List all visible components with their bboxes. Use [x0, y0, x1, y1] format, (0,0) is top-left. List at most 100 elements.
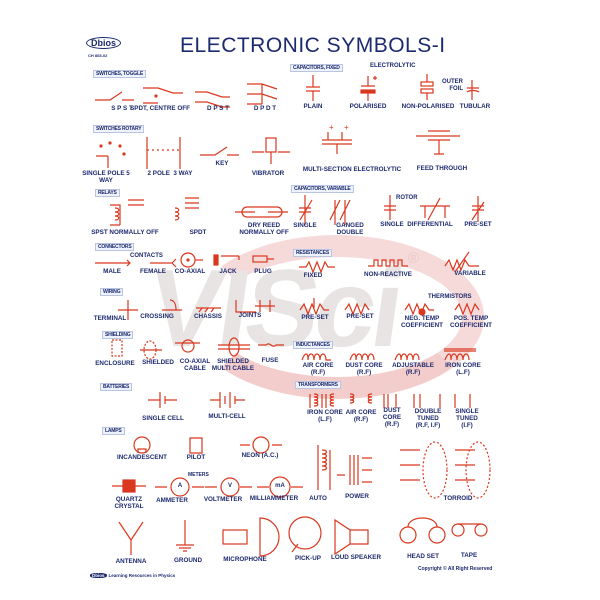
footer-tagline: Learning Resources in Physics	[108, 573, 176, 578]
label-iron-core-lf: IRON CORE (L.F)	[445, 362, 481, 376]
label-differential: DIFFERENTIAL	[407, 221, 453, 228]
key-symbol	[200, 146, 239, 156]
label-quartz-crystal: QUARTZ CRYSTAL	[114, 496, 144, 510]
spdt-symbol	[143, 87, 183, 104]
label-torroid: TORROID	[443, 495, 473, 502]
label-dpst: D P S T	[207, 105, 229, 112]
label-tape: TAPE	[460, 552, 478, 559]
section-connectors: CONNECTORS	[95, 243, 135, 251]
label-spst-normally-off: SPST NORMALLY OFF	[91, 229, 159, 236]
label-microphone: MICROPHONE	[223, 556, 267, 563]
label-single-cell: SINGLE CELL	[142, 415, 184, 422]
label-antenna: ANTENNA	[115, 558, 147, 565]
capacitor-tubular	[466, 80, 480, 100]
chart-code: CH 865-02	[88, 53, 108, 58]
rotary-single-pole	[96, 141, 126, 168]
label-t-single-tuned: SINGLE TUNED (I.F)	[455, 408, 479, 429]
preset-resistors	[299, 298, 370, 316]
label-ammeter: AMMETER	[156, 497, 188, 504]
label-shielded-multi-cable: SHIELDED MULTI CABLE	[211, 358, 255, 372]
subhead-electrolytic: ELECTROLYTIC	[370, 63, 416, 69]
label-res-preset-2: PRE-SET	[346, 313, 374, 320]
rotary-2-pole	[146, 137, 181, 169]
label-neon: NEON (A.C.)	[241, 452, 279, 459]
label-feed-through: FEED THROUGH	[416, 165, 468, 172]
label-multi-cell: MULTI-CELL	[208, 413, 246, 420]
label-shielded: SHIELDED	[142, 359, 174, 366]
relay-spst	[110, 199, 144, 226]
label-single-pole-5-way: SINGLE POLE 5 WAY	[82, 170, 130, 184]
label-chassis: CHASSIS	[194, 313, 222, 320]
label-fixed: FIXED	[303, 272, 323, 279]
section-resistances: RESISTANCES	[293, 249, 332, 257]
relay-spdt	[174, 197, 199, 221]
label-2-pole-3-way: 2 POLE 3 WAY	[147, 170, 193, 177]
label-female: FEMALE	[140, 268, 166, 275]
label-pick-up: PICK-UP	[295, 555, 321, 562]
footer-brand: Dbios	[90, 573, 107, 578]
section-switches-rotary: SWITCHES ROTARY	[93, 125, 145, 133]
multi-section-electrolytic: ++	[322, 123, 352, 154]
label-adjustable-rf: ADJUSTABLE (R.F)	[392, 362, 434, 376]
label-co-axial-cable: CO-AXIAL CABLE	[179, 358, 211, 372]
subhead-outer-foil: OUTER FOIL	[442, 79, 463, 92]
footer-copyright: Copyright © All Right Reserved	[418, 566, 493, 572]
section-switches-toggle: SWITCHES, TOGGLE	[93, 70, 146, 78]
label-t-iron-core: IRON CORE (L.F)	[307, 409, 343, 423]
subhead-rotor: ROTOR	[396, 195, 418, 201]
label-co-axial: CO-AXIAL	[174, 268, 206, 275]
label-incandescent: INCANDESCENT	[116, 454, 168, 461]
label-rotor-single: SINGLE	[380, 221, 404, 228]
label-crossing: CROSSING	[140, 313, 174, 320]
label-spdt: SPDT	[189, 229, 207, 236]
label-key: KEY	[215, 160, 229, 167]
label-spdt-centre-off: SPDT, CENTRE OFF	[130, 105, 190, 112]
label-t-air-core: AIR CORE (R.F)	[345, 409, 377, 423]
label-polarised: POLARISED	[349, 103, 387, 110]
label-voltmeter: VOLTMETER	[203, 496, 243, 503]
battery-symbols	[148, 392, 245, 408]
capacitor-non-polarised	[420, 74, 434, 100]
section-relays: RELAYS	[95, 189, 120, 197]
label-dry-reed: DRY REED NORMALLY OFF	[239, 222, 289, 236]
thermistor-symbols	[404, 302, 480, 316]
label-dpdt: D P D T	[253, 105, 277, 112]
transformer-symbols	[309, 393, 471, 408]
label-non-polarised: NON-POLARISED	[401, 103, 455, 110]
label-var-preset: PRE-SET	[464, 221, 492, 228]
section-inductances: INDUCTANCES	[293, 341, 333, 349]
lamp-symbols	[133, 436, 282, 454]
vibrator-symbol	[252, 137, 290, 164]
dpdt-symbol	[247, 83, 278, 105]
section-transformers: TRANSFORMERS	[295, 381, 341, 389]
inductor-symbols	[301, 348, 476, 361]
feed-through-symbol	[416, 130, 460, 155]
meter-symbols	[112, 476, 303, 498]
label-enclosure: ENCLOSURE	[95, 360, 135, 367]
ammeter-letter: A	[177, 483, 183, 489]
wiring-symbols	[118, 299, 275, 320]
label-neg-temp: NEG. TEMP COEFFICIENT	[401, 315, 443, 329]
auto-power-torroid	[317, 441, 491, 499]
label-terminal: TERMINAL	[93, 315, 127, 322]
section-capacitors-fixed: CAPACITORS, FIXED	[290, 64, 343, 72]
label-power: POWER	[345, 493, 369, 500]
section-batteries: BATTERIES	[100, 383, 133, 391]
label-dust-core-rf: DUST CORE (R.F)	[345, 362, 383, 376]
subhead-thermistors: THERMISTORS	[428, 294, 472, 300]
label-jack: JACK	[219, 268, 237, 275]
dpst-symbol	[195, 91, 230, 108]
label-ganged-double: GANGED DOUBLE	[336, 222, 364, 236]
subhead-contacts: CONTACTS	[130, 253, 163, 259]
section-lamps: LAMPS	[102, 427, 125, 435]
label-var-single: SINGLE	[293, 222, 317, 229]
label-head-set: HEAD SET	[407, 553, 439, 560]
label-pos-temp: POS. TEMP COEFFICIENT	[450, 315, 492, 329]
section-capacitors-variable: CAPACITORS, VARIABLE	[291, 185, 354, 193]
label-plug: PLUG	[254, 268, 272, 275]
variable-capacitors	[299, 195, 485, 225]
label-air-core-rf: AIR CORE (R.F)	[302, 362, 334, 376]
section-wiring: WIRING	[100, 288, 124, 296]
